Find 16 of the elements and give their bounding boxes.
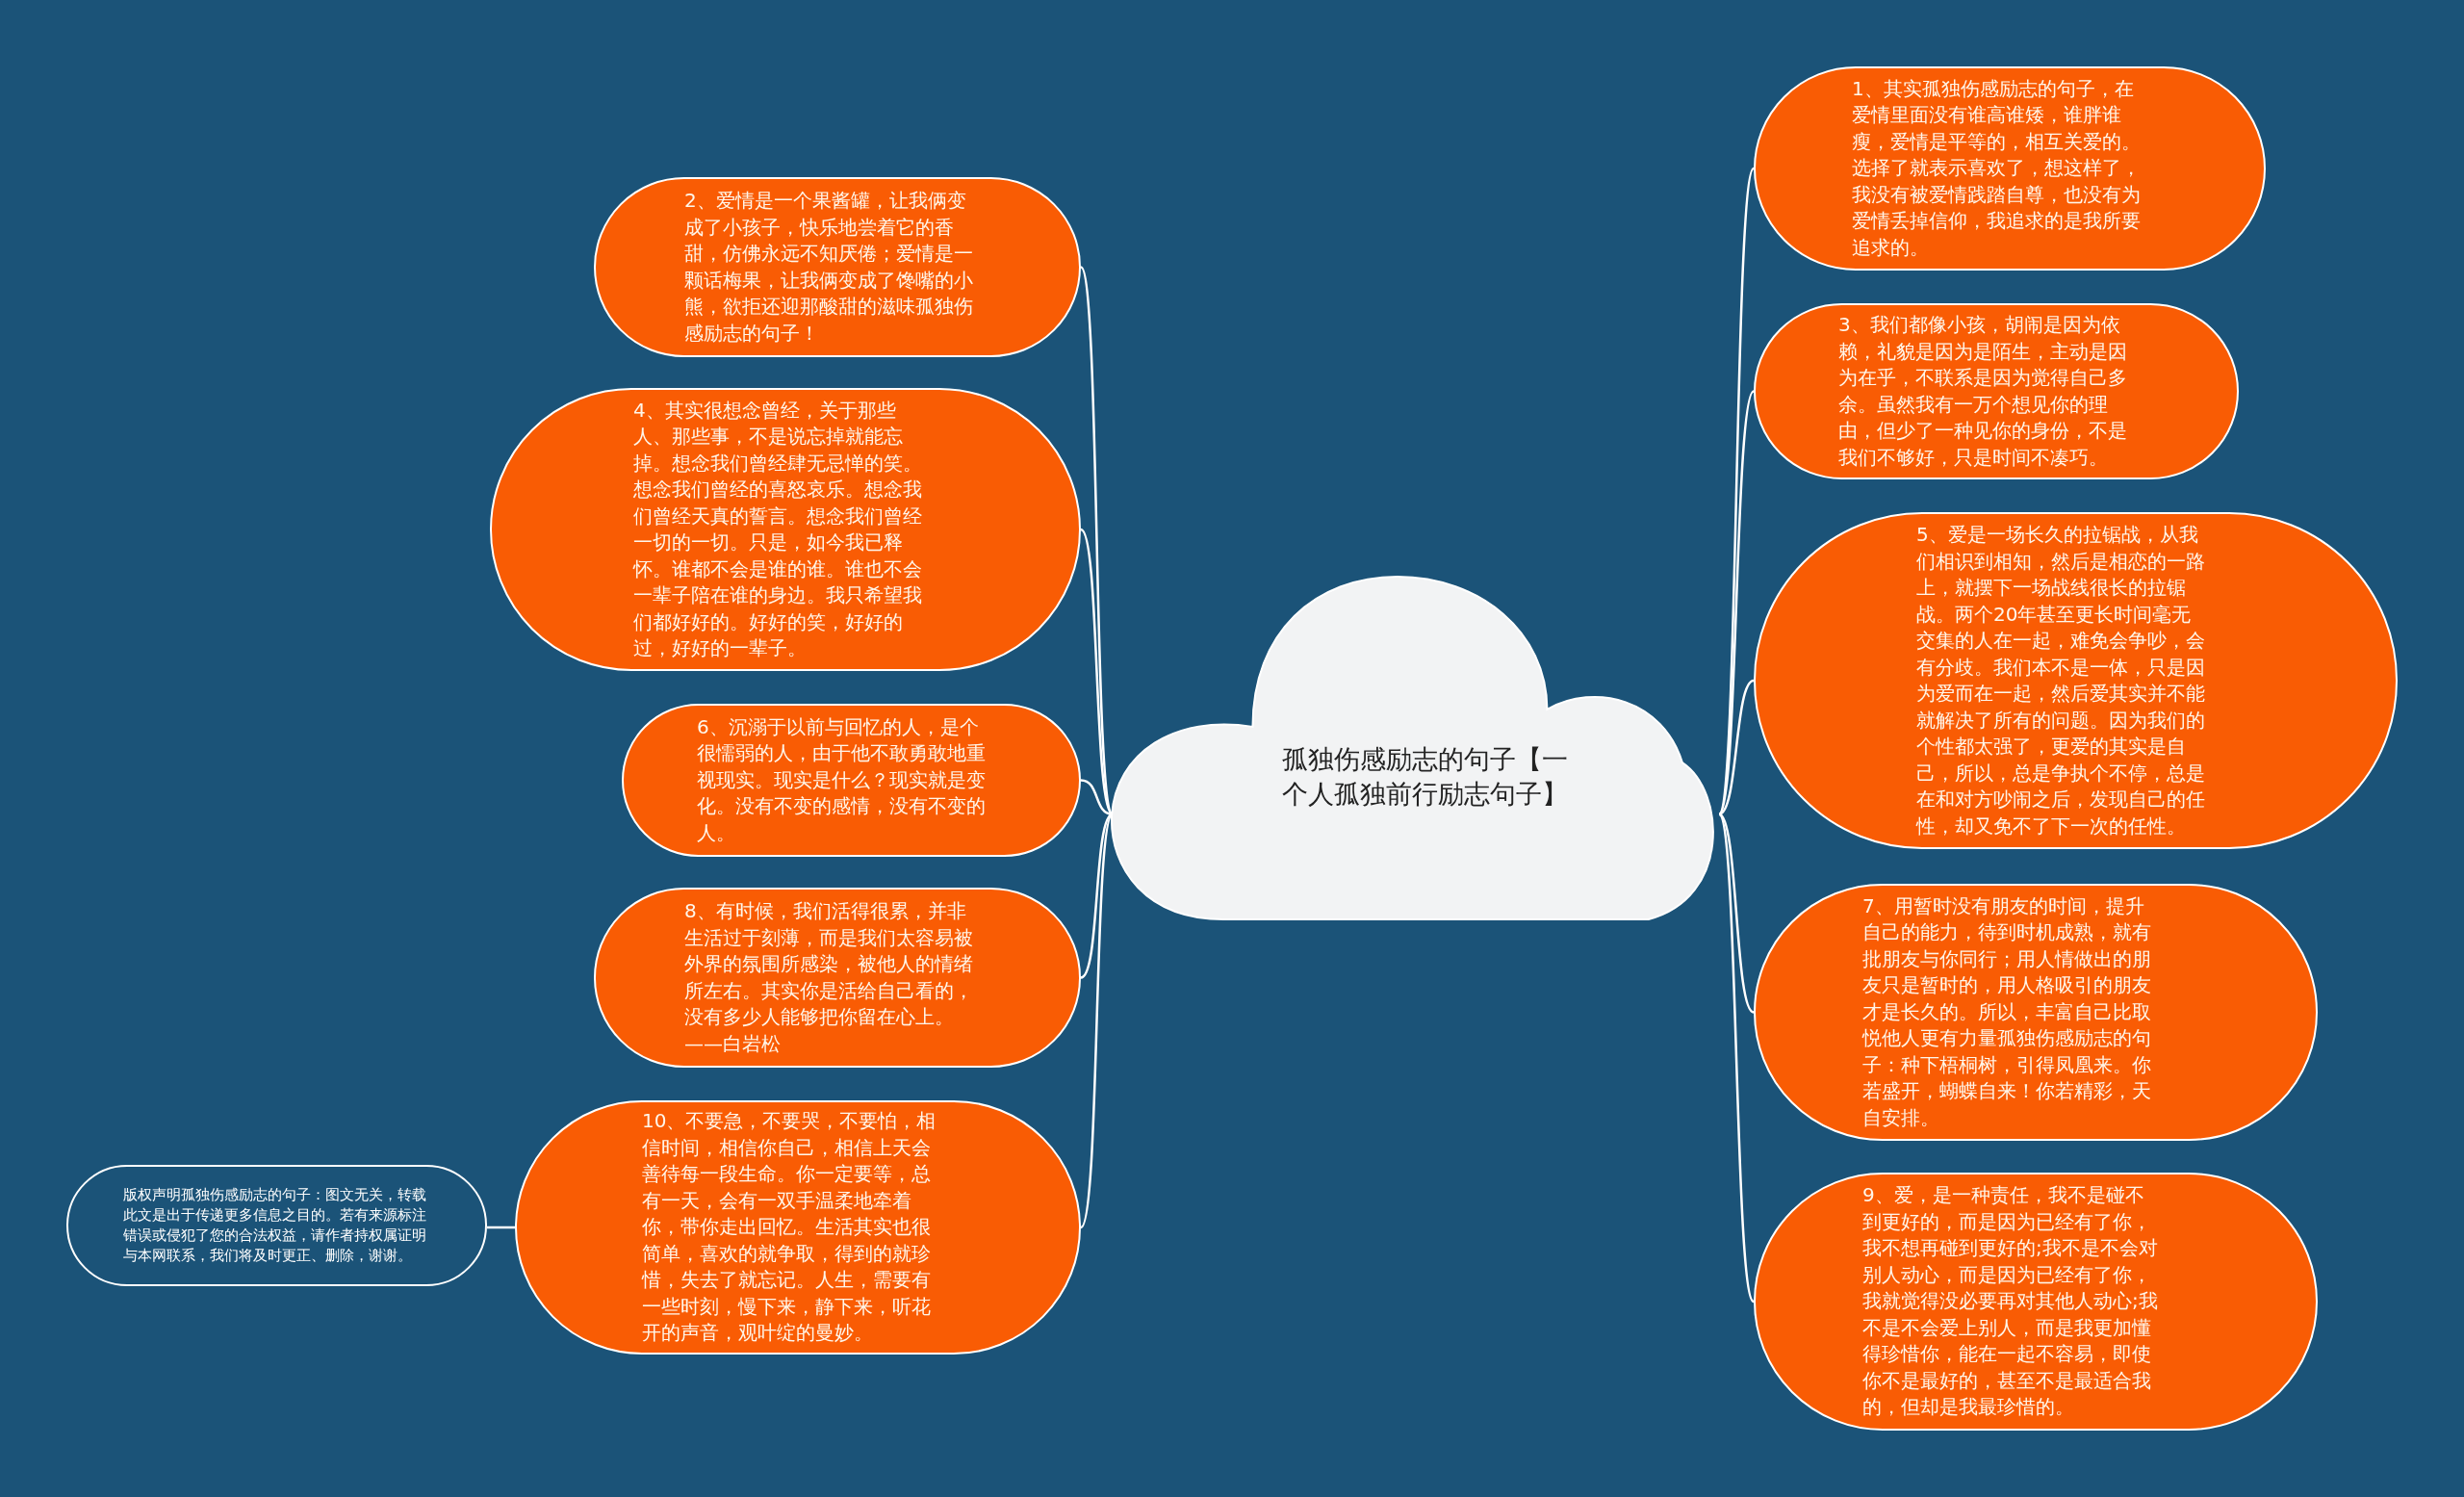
quote-text: 9、爱，是一种责任，我不是碰不到更好的，而是因为已经有了你，我不想再碰到更好的;我不是不会对别人动心，而是因为已经有了你，我就觉得没必要再对其他人动心;我不是不会爱上别人，而是我更加懂得珍惜你，能在一起不容易，即使你不是最好的，甚至不是最适合我的，但却是我最珍惜的。 [1862,1182,2159,1421]
quote-text: 7、用暂时没有朋友的时间，提升自己的能力，待到时机成熟，就有批朋友与你同行；用人情做出的朋友只是暂时的，用人格吸引的朋友才是长久的。所以，丰富自己比取悦他人更有力量孤独伤感励志的句子：种下梧桐树，引得凤凰来。你若盛开，蝴蝶自来！你若精彩，天自安排。 [1862,892,2151,1131]
central-topic: 孤独伤感励志的句子【一个人孤独前行励志句子】 [1282,743,1569,811]
connector-line [1717,813,1756,1303]
quote-text: 6、沉溺于以前与回忆的人，是个很懦弱的人，由于他不敢勇敢地重视现实。现实是什么？现实就是变化。没有不变的感情，没有不变的人。 [697,713,987,846]
quote-text: 4、其实很想念曾经，关于那些人、那些事，不是说忘掉就能忘掉。想念我们曾经肆无忌惮的笑。想念我们曾经的喜怒哀乐。想念我们曾经天真的誓言。想念我们曾经一切的一切。只是，如今我已释怀。谁都不会是谁的谁。谁也不会一辈子陪在谁的身边。我只希望我们都好好的。好好的笑，好好的过，好好的一辈子。 [633,397,922,661]
quote-text: 3、我们都像小孩，胡闹是因为依赖，礼貌是因为是陌生，主动是因为在乎，不联系是因为觉得自己多余。虽然我有一万个想见你的理由，但少了一种见你的身份，不是我们不够好，只是时间不凑巧。 [1838,312,2127,471]
quote-text: 5、爱是一场长久的拉锯战，从我们相识到相知，然后是相恋的一路上，就摆下一场战线很长的拉锯战。两个20年甚至更长时间毫无交集的人在一起，难免会争吵，会有分歧。我们本不是一体，只是因为爱而在一起，然后爱其实并不能就解决了所有的问题。因为我们的个性都太强了，更爱的其实是自己，所以，总是争执个不停，总是在和对方吵闹之后，发现自己的任性，却又免不了下一次的任性。 [1916,522,2205,839]
connector-line [1718,679,1755,815]
quote-text: 1、其实孤独伤感励志的句子，在爱情里面没有谁高谁矮，谁胖谁瘦，爱情是平等的，相互关爱的。选择了就表示喜欢了，想这样了，我没有被爱情践踏自尊，也没有为爱情丢掉信仰，我追求的是我所要追求的。 [1852,75,2141,261]
connector-line [487,1226,515,1229]
quote-text: 10、不要急，不要哭，不要怕，相信时间，相信你自己，相信上天会善待每一段生命。你一定要等，总有一天，会有一双手温柔地牵着你，带你走出回忆。生活其实也很简单，喜欢的就争取，得到的就珍惜，失去了就忘记。人生，需要有一些时刻，慢下来，静下来，听花开的声音，观叶绽的曼妙。 [642,1108,937,1347]
copyright-note: 版权声明孤独伤感励志的句子：图文无关，转载此文是出于传递更多信息之目的。若有来源标注错误或侵犯了您的合法权益，请作者持权属证明与本网联系，我们将及时更正、删除，谢谢。 [123,1185,427,1266]
quote-text: 8、有时候，我们活得很累，并非生活过于刻薄，而是我们太容易被外界的氛围所感染，被他人的情绪所左右。其实你是活给自己看的，没有多少人能够把你留在心上。——白岩松 [684,898,974,1057]
connector-line [1717,390,1756,815]
quote-text: 2、爱情是一个果酱罐，让我俩变成了小孩子，快乐地尝着它的香甜，仿佛永远不知厌倦；爱情是一颗话梅果，让我俩变成了馋嘴的小熊，欲拒还迎那酸甜的滋味孤独伤感励志的句子！ [684,188,973,347]
